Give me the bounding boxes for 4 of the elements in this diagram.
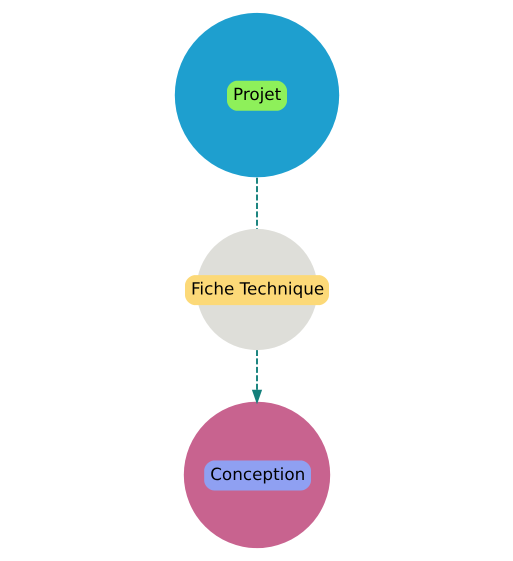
connector	[256, 178, 258, 229]
arrow	[251, 350, 262, 404]
node-circle: Conception	[183, 402, 330, 548]
node-circle: Projet	[174, 12, 339, 178]
